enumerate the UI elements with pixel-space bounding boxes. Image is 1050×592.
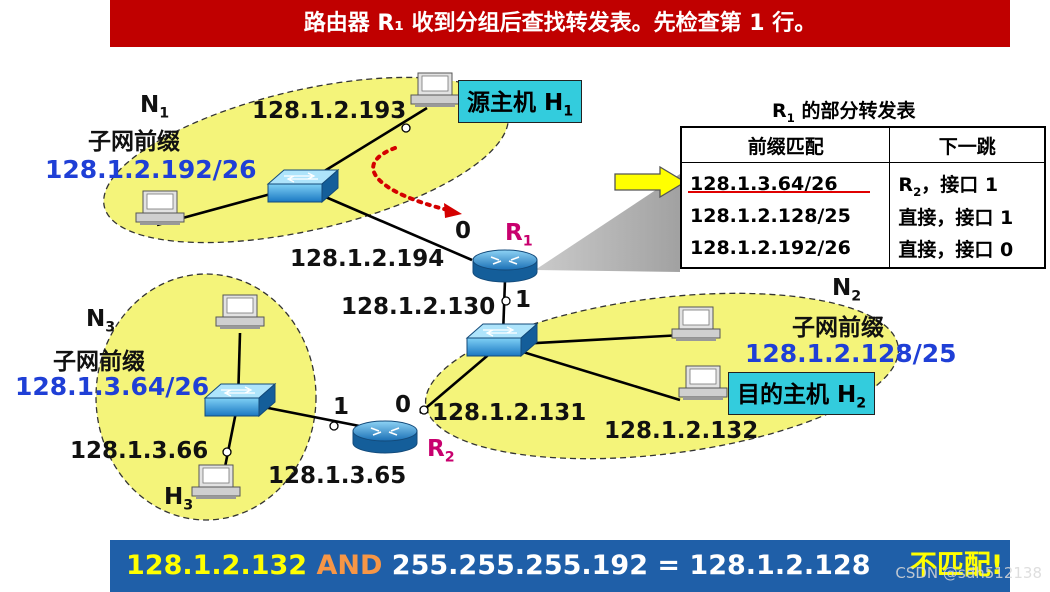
- router-r1-icon: [472, 249, 538, 283]
- r2-port0: 0: [395, 392, 412, 418]
- host-h2-icon: [678, 365, 728, 401]
- r1-port1: 1: [515, 287, 532, 313]
- bottom-ip: 128.1.2.132: [126, 550, 308, 581]
- h1-ip: 128.1.2.193: [252, 98, 407, 124]
- n1-name: N1: [140, 92, 170, 122]
- host-n3-icon: [215, 294, 265, 330]
- r1-port0: 0: [455, 218, 472, 244]
- table-row: 128.1.3.64/26 R2，接口 1: [681, 162, 1045, 200]
- host-n2-icon: [671, 306, 721, 342]
- h1-label: 源主机 H1: [458, 80, 583, 123]
- r2-name: R2: [427, 436, 455, 466]
- table-row: 128.1.2.128/25 直接，接口 1: [681, 200, 1045, 232]
- switch-n1-icon: [267, 169, 339, 203]
- row1-underline: [688, 191, 870, 193]
- table-cell-prefix: 128.1.2.128/25: [690, 205, 851, 227]
- forwarding-table: 前缀匹配 下一跳 128.1.3.64/26 R2，接口 1 128.1.2.1…: [680, 126, 1046, 269]
- table-cell-next-hop: 直接，接口 0: [889, 232, 1045, 268]
- switch-n2-icon: [466, 323, 538, 357]
- n3-prefix: 128.1.3.64/26: [15, 372, 210, 401]
- host-h3-icon: [191, 464, 241, 500]
- r1-name: R1: [505, 220, 533, 250]
- bottom-mask-eq: 255.255.255.192 = 128.1.2.128: [391, 550, 871, 581]
- table-header-prefix: 前缀匹配: [680, 126, 891, 163]
- h2-label: 目的主机 H2: [728, 372, 876, 415]
- packet-path-arrow: [371, 146, 450, 212]
- r2-ip1: 128.1.3.65: [268, 463, 407, 489]
- r1-ip1: 128.1.2.130: [341, 294, 496, 320]
- n2-prefix-label: 子网前缀: [792, 315, 884, 341]
- table-cell-prefix: 128.1.3.64/26: [690, 173, 838, 195]
- switch-n3-icon: [204, 383, 276, 417]
- arrow-head-icon: [444, 203, 462, 218]
- n1-prefix: 128.1.2.192/26: [45, 155, 257, 184]
- subnet-n2: [424, 292, 900, 460]
- host-n1-icon: [135, 190, 185, 226]
- title-bar: 路由器 R₁ 收到分组后查找转发表。先检查第 1 行。: [110, 0, 1010, 47]
- watermark: CSDN @sdh512138: [895, 564, 1042, 582]
- table-callout-shade: [535, 174, 680, 272]
- n3-prefix-label: 子网前缀: [53, 349, 145, 375]
- table-title: R1 的部分转发表: [772, 100, 916, 125]
- bottom-result: 不匹配!: [909, 550, 1004, 581]
- table-header-next-hop: 下一跳: [889, 126, 1046, 163]
- r1-ip0: 128.1.2.194: [290, 246, 445, 272]
- n2-name: N2: [832, 275, 862, 305]
- table-row: 128.1.2.192/26 直接，接口 0: [681, 232, 1045, 268]
- h2-ip: 128.1.2.132: [604, 418, 759, 444]
- current-row-pointer-icon: [614, 165, 687, 199]
- n2-prefix: 128.1.2.128/25: [745, 339, 957, 368]
- n3-name: N3: [86, 306, 116, 336]
- h3-ip: 128.1.3.66: [70, 438, 209, 464]
- bottom-and: AND: [316, 550, 383, 581]
- n1-prefix-label: 子网前缀: [88, 129, 180, 155]
- table-cell-next-hop: 直接，接口 1: [889, 200, 1045, 232]
- router-r2-icon: [352, 420, 418, 454]
- bottom-bar: 128.1.2.132 AND 255.255.255.192 = 128.1.…: [110, 540, 1010, 592]
- table-cell-prefix: 128.1.2.192/26: [690, 237, 851, 259]
- host-h1-icon: [410, 72, 460, 108]
- h3-name: H3: [164, 484, 194, 514]
- r2-port0-ip: 128.1.2.131: [432, 400, 587, 426]
- r2-port1: 1: [333, 394, 350, 420]
- port-dots: [222, 123, 511, 457]
- table-cell-next-hop: R2，接口 1: [889, 162, 1045, 200]
